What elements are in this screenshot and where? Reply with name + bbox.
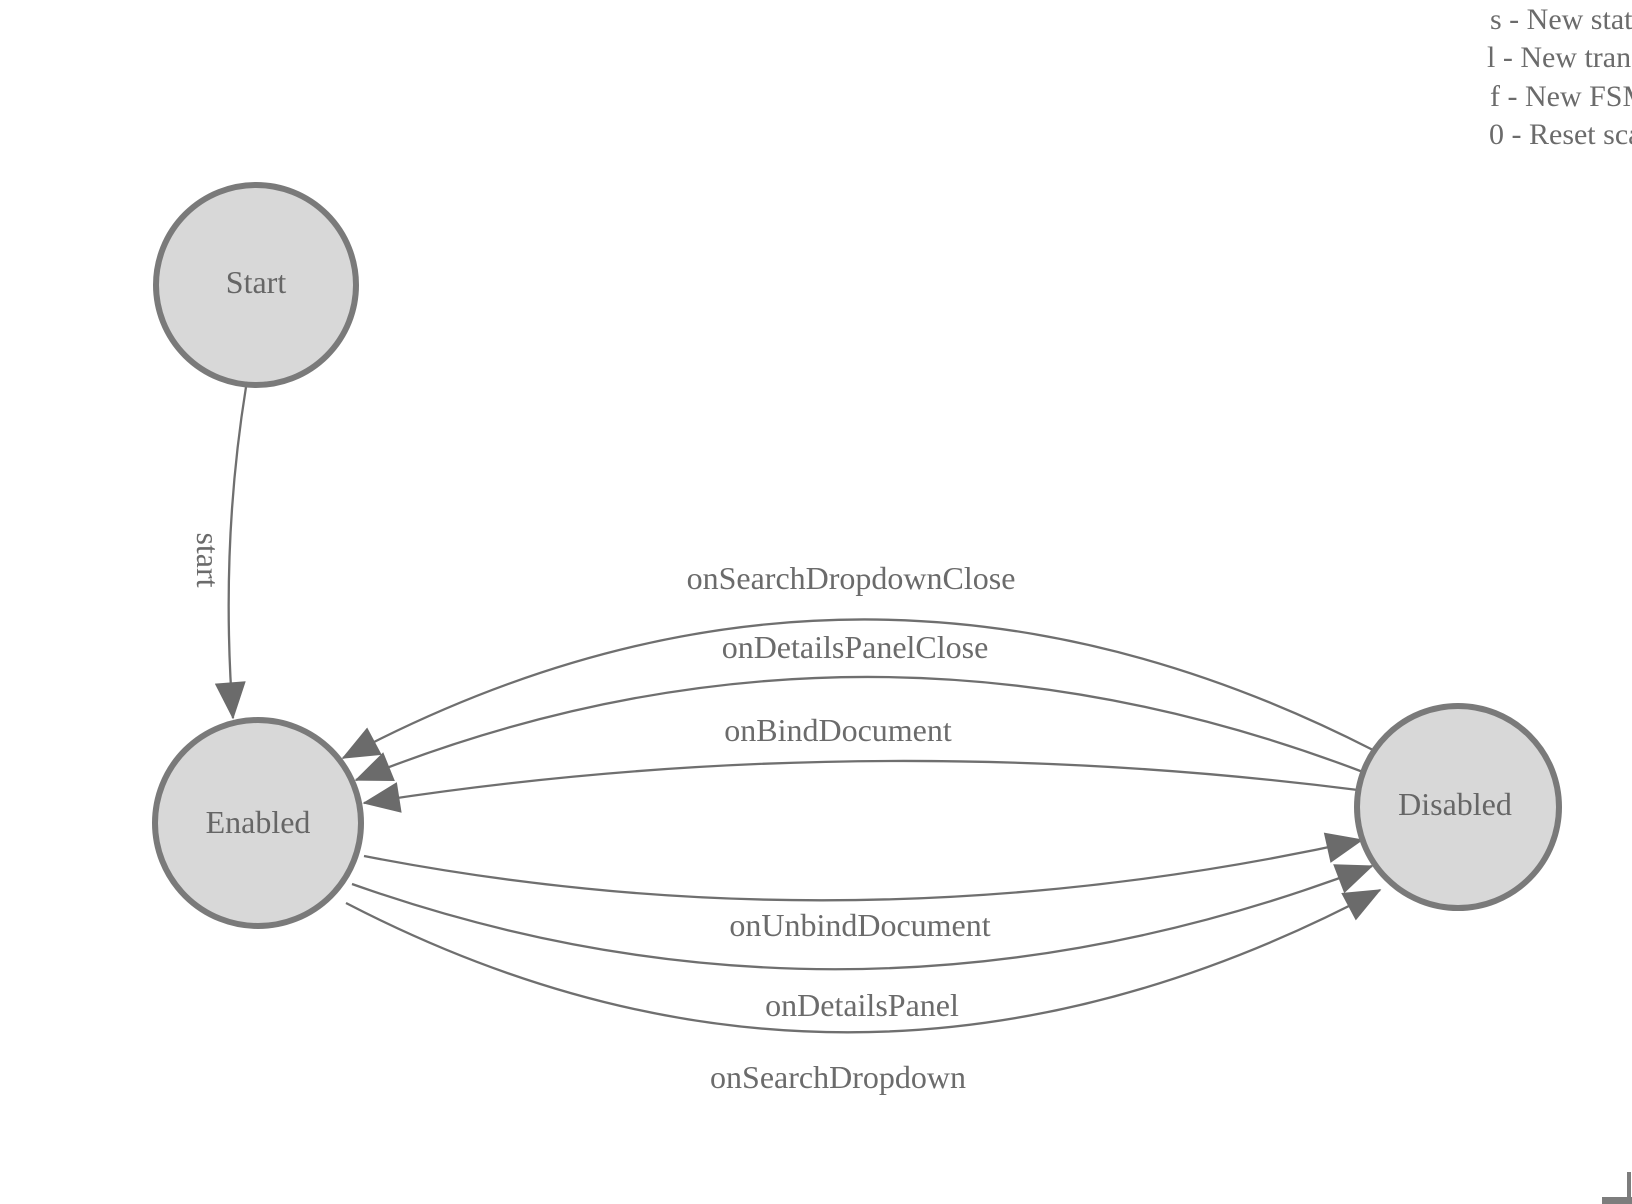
- transition-onUnbindDocument[interactable]: onUnbindDocument: [363, 832, 1364, 943]
- state-label-start: Start: [226, 264, 287, 300]
- shortcut-legend: s - New state l - New transition f - New…: [1487, 3, 1632, 151]
- transition-label-onSearchDropdownClose: onSearchDropdownClose: [687, 560, 1016, 596]
- transition-label-onDetailsPanelClose: onDetailsPanelClose: [722, 629, 989, 665]
- transition-label-start: start: [190, 532, 226, 587]
- transition-label-onBindDocument: onBindDocument: [724, 712, 952, 748]
- transition-label-onDetailsPanel: onDetailsPanel: [765, 987, 959, 1023]
- transition-label-onUnbindDocument: onUnbindDocument: [729, 907, 990, 943]
- transition-label-onSearchDropdown: onSearchDropdown: [710, 1059, 966, 1095]
- transition-onSearchDropdownClose[interactable]: onSearchDropdownClose: [341, 560, 1374, 760]
- state-node-start[interactable]: Start: [153, 182, 359, 388]
- transition-onSearchDropdown[interactable]: onSearchDropdown: [345, 888, 1382, 1095]
- transition-start[interactable]: start: [190, 386, 248, 720]
- state-node-disabled[interactable]: Disabled: [1354, 703, 1562, 911]
- legend-line-new-transition: l - New transition: [1487, 41, 1632, 74]
- legend-line-new-fsm: f - New FSM: [1490, 80, 1632, 113]
- state-label-disabled: Disabled: [1398, 786, 1512, 822]
- legend-line-reset-scale: 0 - Reset scale: [1489, 118, 1632, 151]
- transition-onDetailsPanelClose[interactable]: onDetailsPanelClose: [354, 629, 1364, 782]
- state-node-enabled[interactable]: Enabled: [152, 717, 364, 929]
- transition-onBindDocument[interactable]: onBindDocument: [362, 712, 1359, 813]
- transition-onDetailsPanel[interactable]: onDetailsPanel: [351, 864, 1374, 1023]
- state-label-enabled: Enabled: [206, 804, 311, 840]
- legend-line-new-state: s - New state: [1490, 3, 1632, 36]
- resize-corner-handle[interactable]: [1602, 1172, 1632, 1204]
